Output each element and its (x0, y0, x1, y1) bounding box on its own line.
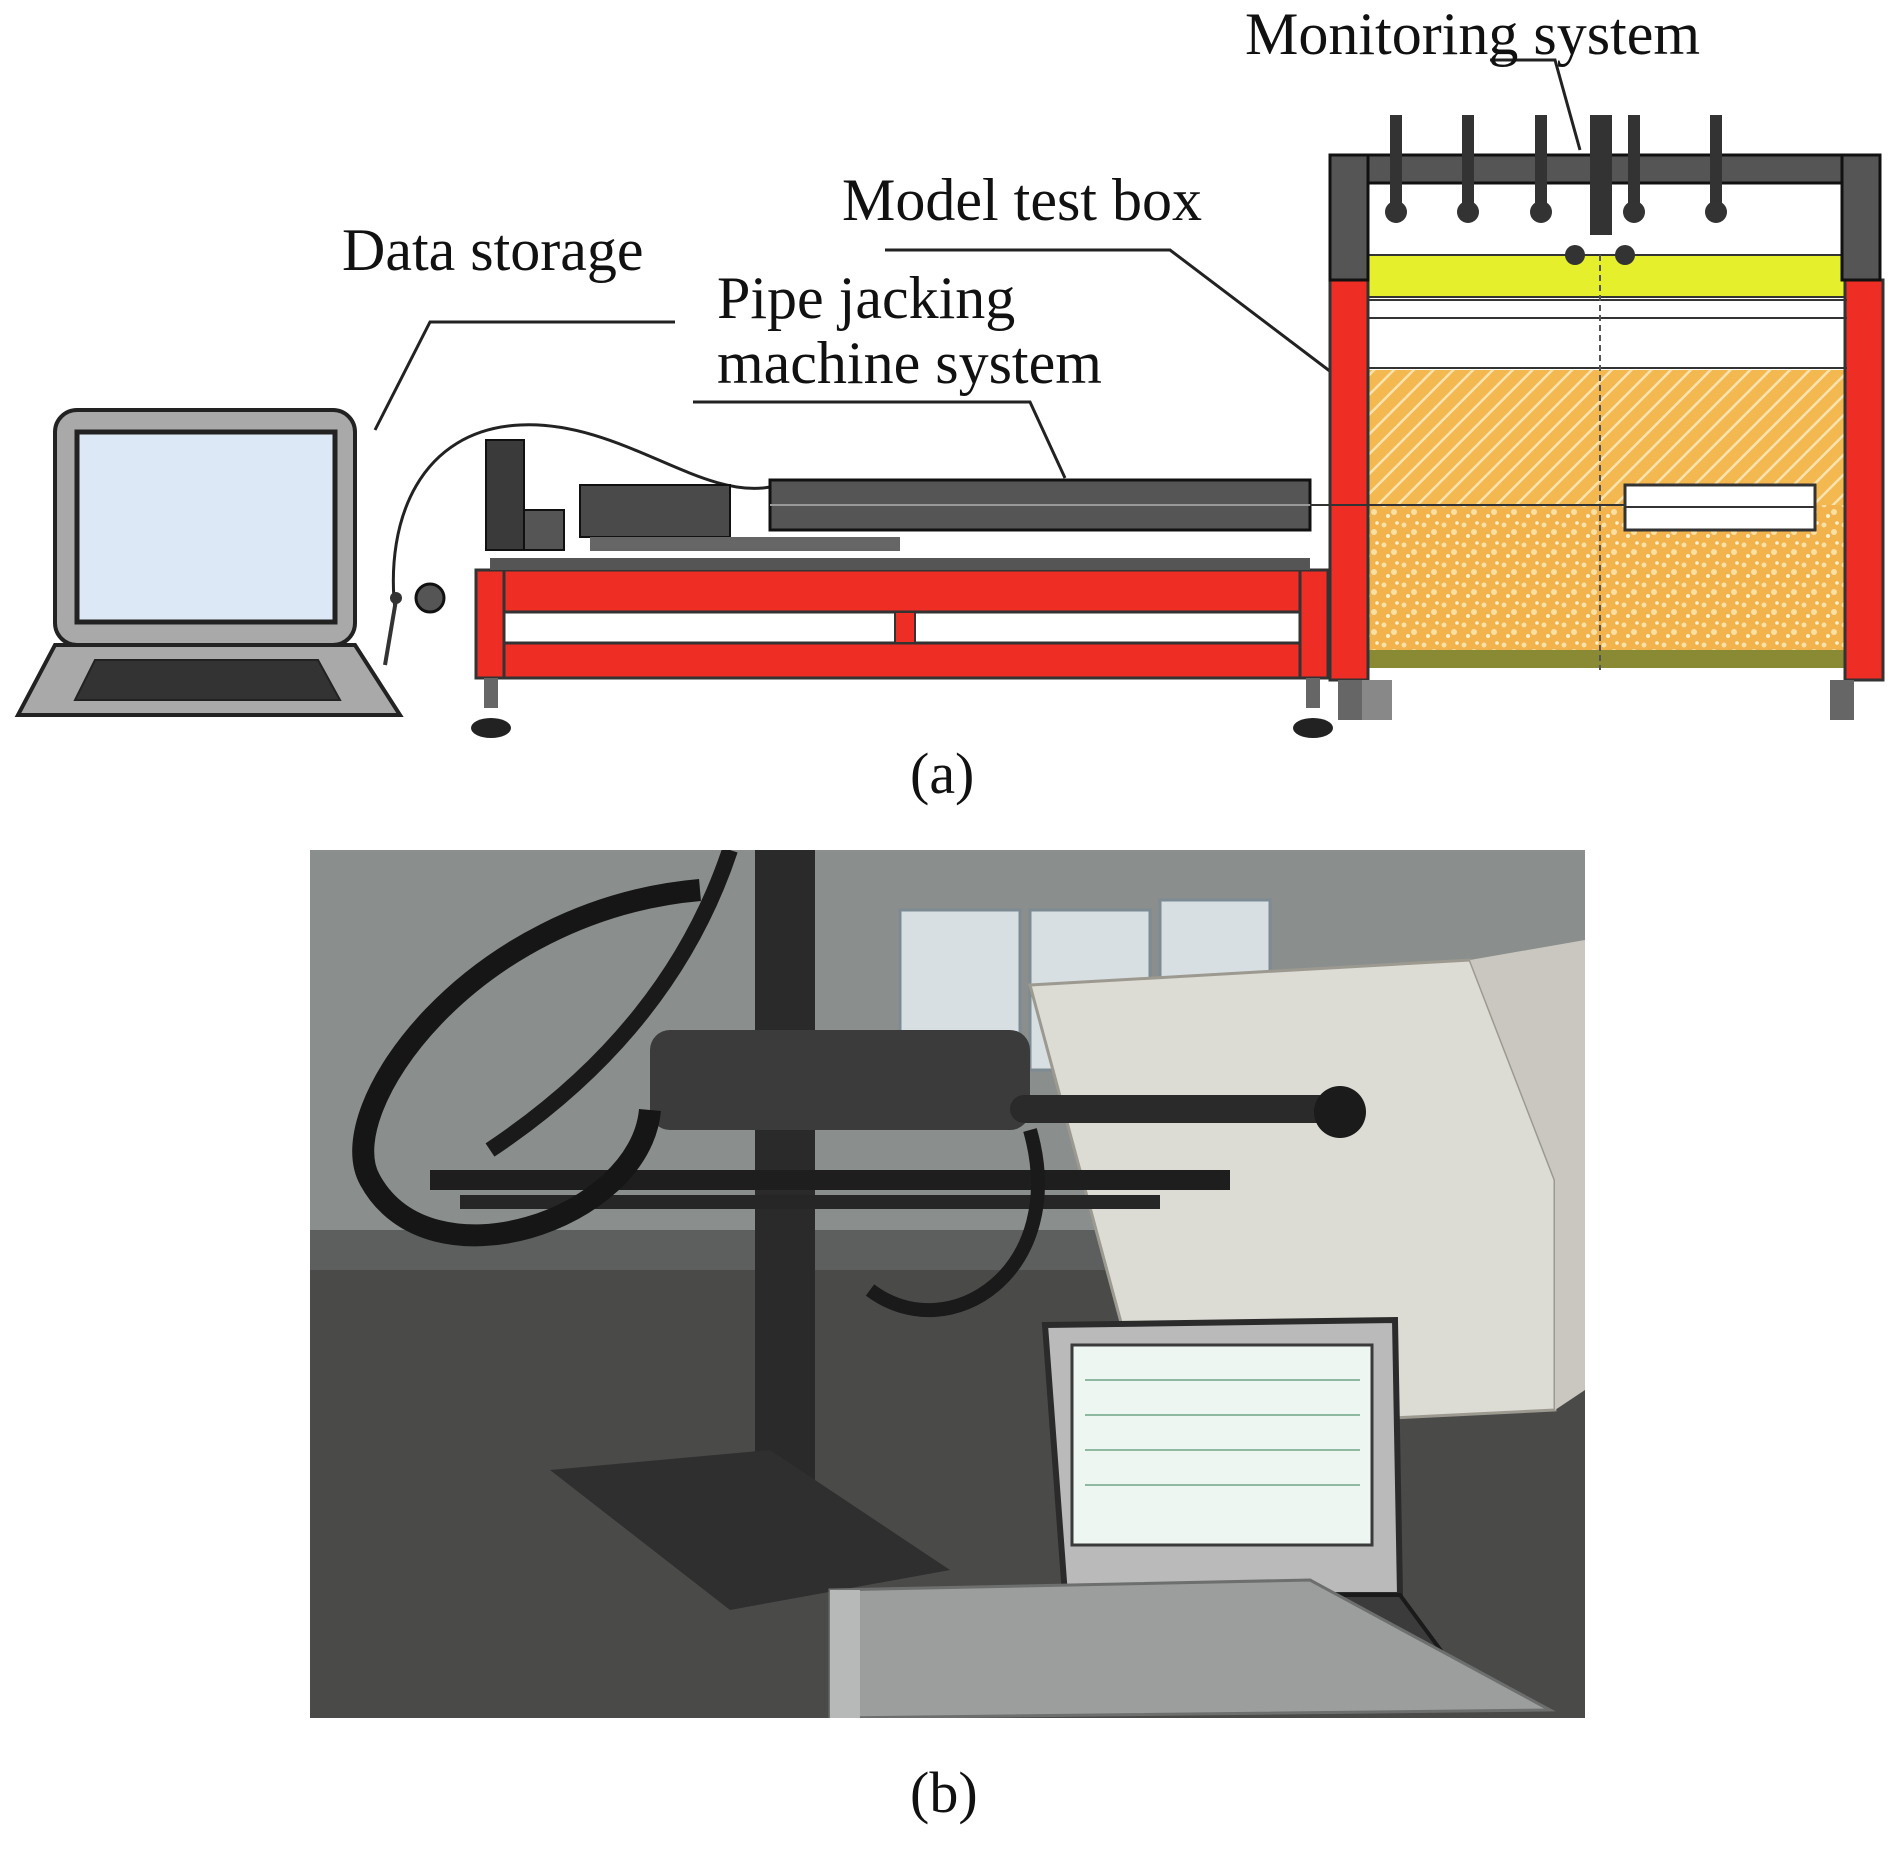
lab-photo (310, 850, 1585, 1718)
label-pipe-jacking-line2: machine system (717, 330, 1102, 396)
pipe-jacking-machine (485, 439, 1312, 570)
machine-frame (471, 568, 1333, 738)
model-test-box (1310, 254, 1885, 720)
laptop-icon (14, 408, 404, 717)
caption-b: (b) (910, 1760, 978, 1825)
label-pipe-jacking-line1: Pipe jacking (717, 265, 1016, 331)
label-model-test-box: Model test box (842, 167, 1202, 233)
schematic-diagram (14, 58, 1885, 738)
monitoring-frame (1328, 115, 1882, 282)
leader-lines (373, 58, 1582, 611)
sensor-icon (383, 582, 446, 666)
caption-a: (a) (910, 741, 975, 806)
label-monitoring-system: Monitoring system (1245, 1, 1701, 67)
label-data-storage: Data storage (342, 217, 644, 283)
lab-photo-drawing (310, 850, 1585, 1718)
